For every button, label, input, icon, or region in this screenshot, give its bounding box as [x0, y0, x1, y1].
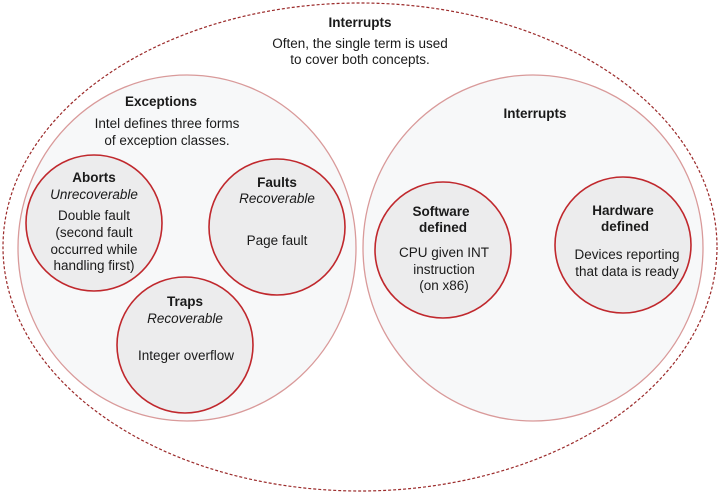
hardware-line: that data is ready	[575, 264, 679, 279]
interrupts-circle	[362, 74, 704, 422]
outer-title: Interrupts	[328, 15, 391, 30]
hardware-line: Devices reporting	[574, 247, 679, 262]
aborts-line: occurred while	[50, 242, 137, 257]
interrupts-title: Interrupts	[503, 106, 566, 121]
traps-line: Integer overflow	[138, 348, 234, 363]
faults-line: Page fault	[247, 233, 308, 248]
traps-subtitle: Recoverable	[147, 311, 223, 326]
aborts-node: Aborts Unrecoverable Double fault (secon…	[25, 154, 163, 292]
exceptions-desc-line: of exception classes.	[104, 133, 229, 148]
aborts-line: handling first)	[53, 258, 134, 273]
exceptions-desc-line: Intel defines three forms	[95, 116, 240, 131]
faults-subtitle: Recoverable	[239, 191, 315, 206]
faults-title: Faults	[257, 175, 297, 190]
aborts-line: (second fault	[55, 225, 133, 240]
outer-desc-line: to cover both concepts.	[290, 52, 430, 67]
hardware-title: defined	[601, 219, 649, 234]
software-title: Software	[412, 204, 470, 219]
traps-title: Traps	[167, 294, 203, 309]
hardware-defined-node: Hardware defined Devices reporting that …	[554, 176, 692, 314]
traps-node: Traps Recoverable Integer overflow	[116, 276, 254, 414]
faults-node: Faults Recoverable Page fault	[208, 158, 346, 296]
software-line: instruction	[413, 262, 475, 277]
aborts-line: Double fault	[58, 208, 130, 223]
outer-desc-line: Often, the single term is used	[272, 36, 448, 51]
hardware-title: Hardware	[592, 203, 654, 218]
aborts-subtitle: Unrecoverable	[50, 187, 138, 202]
software-defined-node: Software defined CPU given INT instructi…	[374, 181, 512, 319]
aborts-title: Aborts	[72, 170, 116, 185]
software-title: defined	[419, 220, 467, 235]
software-line: (on x86)	[419, 278, 469, 293]
software-line: CPU given INT	[399, 245, 489, 260]
exceptions-title: Exceptions	[125, 94, 197, 109]
